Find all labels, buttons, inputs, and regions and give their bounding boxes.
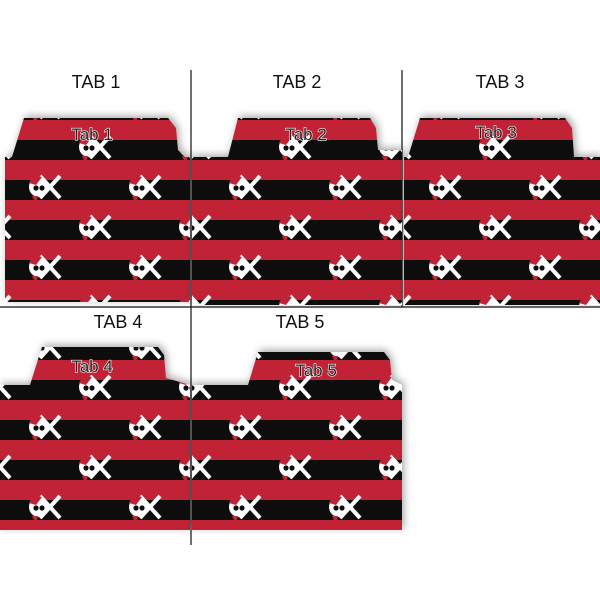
tab-label: Tab 5 <box>295 361 337 380</box>
tab-divider-5[interactable]: Tab 5 <box>192 352 402 530</box>
tab-label: Tab 1 <box>71 125 113 144</box>
tab-label: Tab 3 <box>475 123 517 142</box>
tab-label: Tab 2 <box>285 125 327 144</box>
panel-header: TAB 3 <box>476 72 525 92</box>
tab-label: Tab 4 <box>71 357 113 376</box>
panel-header: TAB 5 <box>276 312 325 332</box>
tab-divider-3[interactable]: Tab 3 <box>404 118 600 305</box>
panel-header: TAB 2 <box>273 72 322 92</box>
panel-header: TAB 4 <box>94 312 143 332</box>
tab-divider-1[interactable]: Tab 1 <box>5 118 190 302</box>
tab-divider-4[interactable]: Tab 4 <box>0 347 190 530</box>
tab-divider-2[interactable]: Tab 2 <box>192 118 402 305</box>
panel-header: TAB 1 <box>72 72 121 92</box>
